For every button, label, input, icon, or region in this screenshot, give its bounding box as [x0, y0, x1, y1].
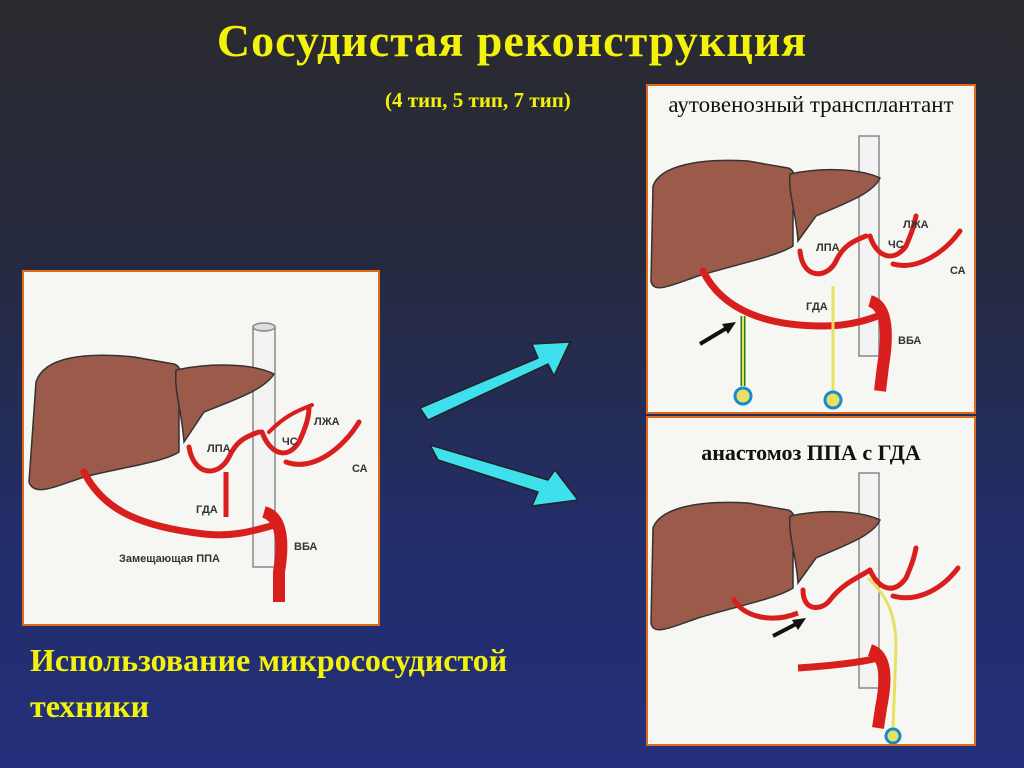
label-chs: ЧС [282, 436, 298, 448]
lpa-artery [797, 233, 869, 277]
graft-port-right [823, 390, 843, 410]
graft-port [884, 727, 902, 744]
bottom-right-diagram-panel: анастомоз ППА с ГДА [646, 416, 976, 746]
liver-left-lobe [174, 364, 276, 445]
label-chs: ЧС [888, 239, 904, 251]
sa-artery [283, 419, 362, 467]
replacing-ppa-artery [80, 468, 283, 539]
arrow-down-right-icon [429, 444, 579, 507]
ppa-stump [797, 654, 879, 672]
celiac-artery [259, 404, 312, 456]
direction-arrows [420, 341, 579, 507]
graft-line [866, 576, 898, 729]
left-anatomy-diagram: ЛПА ЧС ЛЖА СА ГДА ВБА Замещающая ППА [28, 322, 368, 602]
label-gda: ГДА [196, 504, 218, 516]
label-lzha: ЛЖА [314, 416, 340, 428]
label-replacing-ppa: Замещающая ППА [119, 553, 220, 565]
celiac-artery [867, 213, 919, 259]
liver-shape [650, 159, 797, 289]
label-lzha: ЛЖА [903, 219, 929, 231]
slide-caption: Использование микрососудистой техники [30, 642, 508, 724]
label-lpa: ЛПА [816, 242, 840, 254]
sma-artery [261, 506, 288, 602]
left-diagram-panel: ЛПА ЧС ЛЖА СА ГДА ВБА Замещающая ППА [22, 270, 380, 626]
replacing-ppa-artery [699, 267, 887, 330]
hepatic-artery-stump [730, 596, 799, 621]
bottom-right-heading: анастомоз ППА с ГДА [701, 440, 921, 465]
arrow-up-right-icon [420, 341, 571, 421]
sa-artery [890, 565, 961, 601]
liver-shape [28, 354, 183, 491]
lpa-artery [800, 567, 873, 610]
liver-shape [650, 501, 797, 631]
top-right-heading: аутовенозный трансплантант [668, 92, 954, 117]
label-lpa: ЛПА [207, 443, 231, 455]
label-vba: ВБА [294, 541, 317, 553]
lzha-artery [267, 403, 314, 434]
liver-left-lobe [788, 168, 881, 244]
label-sa: СА [950, 265, 966, 277]
lpa-artery [186, 429, 262, 474]
label-sa: СА [352, 463, 368, 475]
label-vba: ВБА [898, 335, 921, 347]
aorta-top [252, 322, 276, 332]
top-right-anatomy-diagram: ЛЖА ЛПА ЧС СА ГДА ВБА [650, 135, 966, 410]
sa-artery [890, 228, 963, 268]
slide-subtitle: (4 тип, 5 тип, 7 тип) [385, 88, 571, 112]
top-right-diagram-panel: аутовенозный трансплантант ЛЖА ЛПА ЧС СА… [646, 84, 976, 414]
liver-left-lobe [788, 510, 881, 586]
sma-artery [867, 644, 891, 729]
celiac-artery [867, 545, 919, 591]
label-gda: ГДА [806, 301, 828, 313]
sma-artery [867, 295, 892, 392]
bottom-right-anatomy-diagram [650, 472, 961, 744]
graft-port-left [733, 386, 753, 406]
slide-title: Сосудистая реконструкция [216, 15, 808, 66]
